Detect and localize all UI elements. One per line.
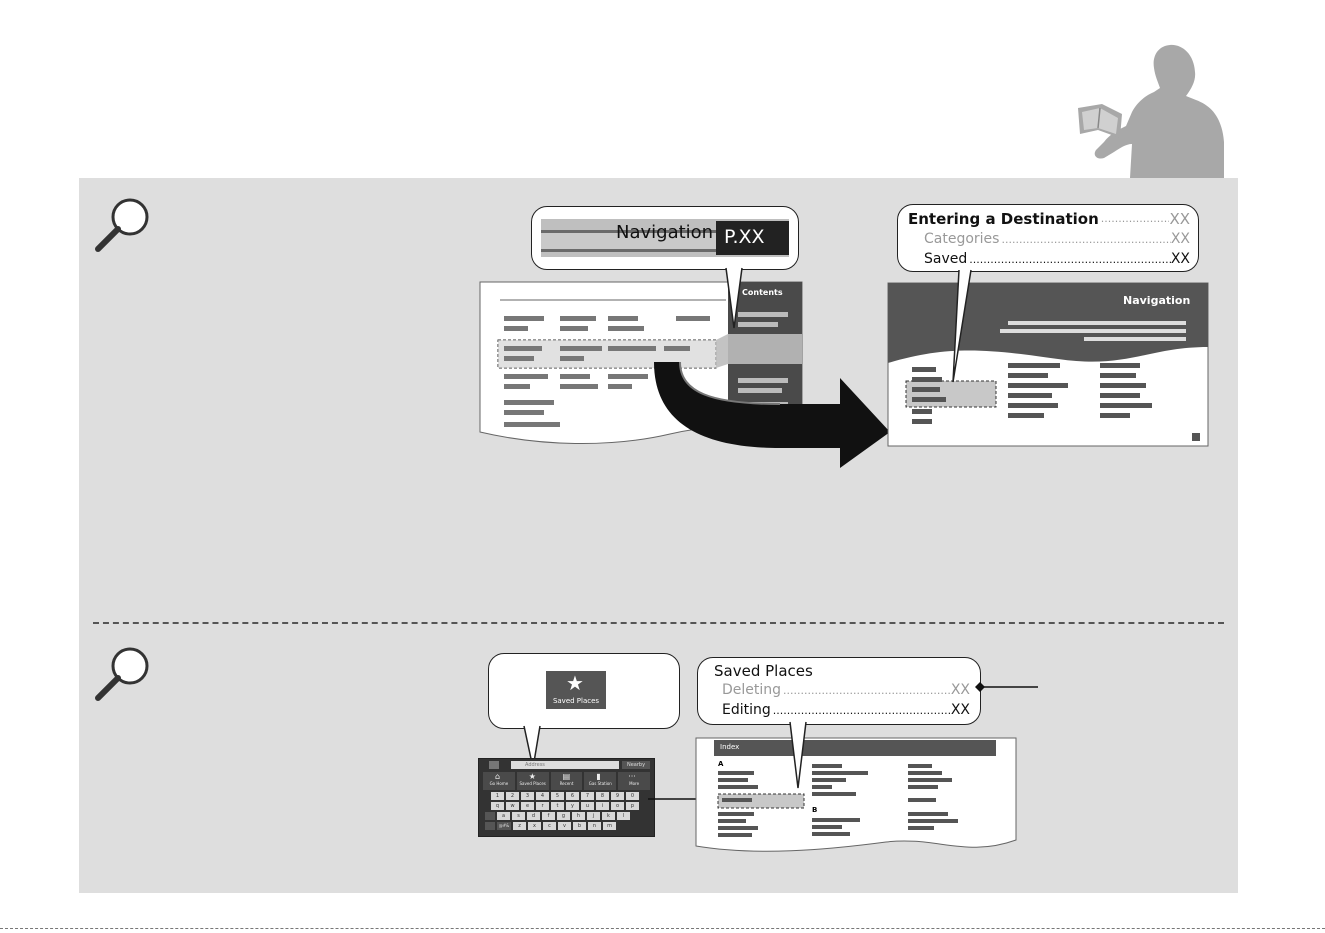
key[interactable]: l <box>617 812 630 820</box>
menu-gas-station[interactable]: ▮Gas Station <box>584 772 617 790</box>
key[interactable]: g <box>557 812 570 820</box>
star-icon: ★ <box>566 671 584 695</box>
key[interactable]: m <box>603 822 616 830</box>
page-bottom-rule <box>0 928 1325 929</box>
key[interactable]: 1 <box>491 792 504 800</box>
section-divider <box>93 622 1224 624</box>
toc-item-categories: Categories .............................… <box>924 231 1190 247</box>
toc-item-saved: Saved ..................................… <box>924 251 1190 267</box>
key[interactable]: 3 <box>521 792 534 800</box>
index-item-editing: Editing ................................… <box>722 702 970 718</box>
arrow-icon <box>654 361 890 468</box>
key[interactable]: 4 <box>536 792 549 800</box>
saved-places-button[interactable]: ★ Saved Places <box>546 671 606 709</box>
index-page-mockup: Index A B <box>695 737 1017 856</box>
key[interactable]: a <box>497 812 510 820</box>
index-entry-heading: Saved Places <box>714 662 813 680</box>
screen-icon <box>489 761 499 769</box>
key-symbols[interactable]: @#& <box>497 822 511 830</box>
key[interactable]: z <box>513 822 526 830</box>
toc-heading: Entering a Destination .................… <box>908 210 1190 228</box>
button-callout: ★ Saved Places <box>488 653 680 729</box>
key[interactable]: h <box>572 812 585 820</box>
key[interactable]: s <box>512 812 525 820</box>
search-input[interactable]: Address <box>511 761 619 769</box>
callout-pointer <box>725 267 743 329</box>
key[interactable]: r <box>536 802 549 810</box>
index-letter-a: A <box>718 760 724 768</box>
key-globe[interactable] <box>485 812 495 820</box>
key[interactable]: 9 <box>611 792 624 800</box>
index-item-deleting: Deleting ...............................… <box>722 682 970 698</box>
key[interactable]: c <box>543 822 556 830</box>
screen-menu: ⌂Go Home ★Saved Places ▤Recent ▮Gas Stat… <box>483 772 650 790</box>
menu-recent[interactable]: ▤Recent <box>550 772 583 790</box>
reader-silhouette-icon <box>1078 44 1224 178</box>
key[interactable]: e <box>521 802 534 810</box>
key-globe-icon[interactable] <box>485 822 495 830</box>
index-title: Index <box>720 743 740 751</box>
nav-screen: Address Nearby ⌂Go Home ★Saved Places ▤R… <box>478 758 655 837</box>
key[interactable]: p <box>626 802 639 810</box>
chapter-page-mockup: Navigation <box>887 282 1209 447</box>
key[interactable]: x <box>528 822 541 830</box>
key[interactable]: t <box>551 802 564 810</box>
key[interactable]: i <box>596 802 609 810</box>
key[interactable]: 5 <box>551 792 564 800</box>
index-letter-b: B <box>812 806 818 814</box>
saved-places-button-label: Saved Places <box>552 697 600 705</box>
key[interactable]: f <box>542 812 555 820</box>
key[interactable]: o <box>611 802 624 810</box>
recent-icon: ▤ <box>562 772 571 781</box>
callout-page-number: P.XX <box>724 226 765 248</box>
chapter-title: Navigation <box>1123 294 1191 307</box>
key[interactable]: 2 <box>506 792 519 800</box>
key[interactable]: b <box>573 822 586 830</box>
menu-more[interactable]: ···More <box>618 772 650 790</box>
star-icon: ★ <box>528 772 536 781</box>
contents-tab: Contents <box>742 288 783 297</box>
key[interactable]: 6 <box>566 792 579 800</box>
nearby-button[interactable]: Nearby <box>622 761 650 769</box>
key[interactable]: q <box>491 802 504 810</box>
key[interactable]: 0 <box>626 792 639 800</box>
key[interactable]: v <box>558 822 571 830</box>
menu-go-home[interactable]: ⌂Go Home <box>483 772 515 790</box>
index-entry-callout: Saved Places Deleting ..................… <box>697 657 981 725</box>
magnifier-icon <box>95 198 149 252</box>
key[interactable]: d <box>527 812 540 820</box>
entry-leader-line <box>975 682 1038 692</box>
key[interactable]: w <box>506 802 519 810</box>
key[interactable]: y <box>566 802 579 810</box>
key[interactable]: j <box>587 812 600 820</box>
toc-callout: Entering a Destination .................… <box>897 204 1199 272</box>
home-icon: ⌂ <box>495 772 501 781</box>
key[interactable]: u <box>581 802 594 810</box>
key[interactable]: 7 <box>581 792 594 800</box>
page-reference-callout: Navigation P.XX <box>531 206 799 270</box>
menu-saved-places[interactable]: ★Saved Places <box>516 772 549 790</box>
toc-pointer <box>952 269 972 383</box>
magnifier-icon <box>95 647 149 701</box>
gas-station-icon: ▮ <box>596 772 601 781</box>
key[interactable]: k <box>602 812 615 820</box>
key[interactable]: n <box>588 822 601 830</box>
key[interactable]: 8 <box>596 792 609 800</box>
more-icon: ··· <box>628 772 636 781</box>
index-callout-pointer <box>789 721 807 789</box>
callout-section-label: Navigation <box>616 222 714 243</box>
